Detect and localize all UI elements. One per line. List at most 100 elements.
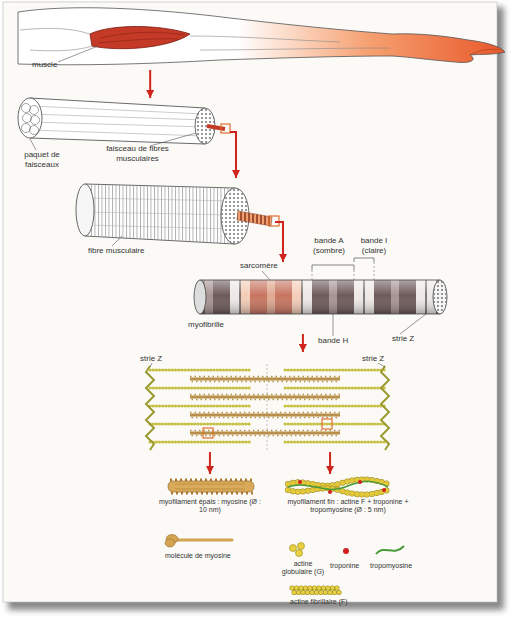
fascicle-section [30, 126, 39, 135]
thick-filament [190, 395, 340, 400]
node-label: faisceau de fibres musculaires [90, 144, 185, 163]
leader-line [333, 314, 334, 336]
zoom-arrow [230, 132, 236, 178]
myofibril-end [194, 280, 206, 314]
thin-filament [285, 388, 385, 389]
muscle-fiber-line [100, 32, 185, 38]
fascicle-section [23, 114, 32, 123]
i-band-bracket [354, 258, 374, 262]
myofibril-body [200, 280, 440, 314]
thin-filament [150, 370, 250, 371]
muscle-contour [30, 46, 92, 51]
muscle-contour [20, 28, 95, 36]
stage-box: fibre musculaire [70, 178, 275, 258]
thin-filament [150, 424, 250, 425]
bracket-guide [312, 270, 354, 280]
part-label: tropomyosine [370, 562, 412, 570]
muscle-belly [90, 27, 190, 49]
fiber-striations [85, 184, 235, 244]
myosin-tail [174, 539, 232, 542]
node-label: myofilament épais : myosine (Ø : 10 nm) [158, 498, 262, 515]
leader-line [58, 46, 98, 62]
tropomyosin-strand [376, 546, 404, 554]
part-label: bande I (claire) [352, 236, 396, 255]
troponin-dot [358, 480, 362, 484]
muscle-contour [200, 48, 390, 50]
g-actin [298, 543, 305, 550]
part-label: bande A (sombre) [308, 236, 350, 255]
part-label: troponine [330, 562, 359, 570]
zoom-square [322, 419, 332, 429]
stage-box: myofibrille [185, 262, 450, 334]
fascicle-section [31, 116, 40, 125]
part-label: actine fibrillaire (F) [290, 598, 348, 606]
tropomyosin-strand [288, 481, 388, 489]
fiber-lines [85, 198, 235, 229]
thin-filament [285, 370, 385, 371]
zoom-arrow [275, 222, 283, 262]
troponin-dot [382, 488, 386, 492]
thin-filament [285, 406, 385, 407]
zoom-arrow [149, 70, 151, 98]
leader-line [30, 139, 36, 150]
troponin-dot [343, 548, 349, 554]
thumb-line [470, 49, 500, 55]
fiber-end [76, 184, 94, 236]
stage-box: paquet de faisceaux faisceau de fibres mu… [15, 98, 230, 173]
leader-line [150, 363, 152, 367]
stage-box: strie Zstrie Z [140, 352, 400, 452]
thin-filament [150, 406, 250, 407]
thick-filament-detail [168, 481, 254, 492]
stage-box: myofilament fin : actine F + troponine +… [278, 474, 418, 526]
part-label: molécule de myosine [165, 552, 231, 560]
stage-box: myofilament épais : myosine (Ø : 10 nm) [150, 474, 270, 526]
bracket-guide [374, 262, 375, 280]
myofilament-sections [433, 280, 447, 314]
bundle-section [18, 98, 42, 138]
node-label: fibre musculaire [88, 246, 144, 256]
node-label: paquet de faisceaux [17, 150, 67, 169]
fascicle-bundle [30, 98, 205, 144]
zoom-square [203, 428, 213, 438]
z-disc [381, 366, 389, 450]
node-label: myofilament fin : actine F + troponine +… [278, 498, 418, 515]
node-label: myofibrille [188, 320, 224, 330]
part-label: actine globulaire (G) [278, 560, 328, 577]
part-label: bande H [318, 336, 348, 346]
thin-filament [150, 442, 250, 443]
muscle-fiber [85, 184, 235, 244]
node-label: strie Z [362, 354, 384, 364]
fascicle-section [22, 104, 31, 113]
zoom-square [221, 124, 230, 133]
zoom-arrow [302, 334, 304, 352]
thick-filament [190, 377, 340, 382]
myofibril-shading [200, 280, 440, 314]
thin-filament [150, 388, 250, 389]
zoom-square [269, 216, 279, 226]
troponin-dot [298, 480, 302, 484]
stage-box: muscle [20, 2, 480, 70]
leader-line [378, 363, 385, 367]
g-actin [296, 550, 303, 557]
bundle-lines [30, 106, 205, 136]
protruding-myofibril [237, 211, 272, 226]
fascicle-section [30, 106, 39, 115]
thin-filament [285, 424, 385, 425]
myofibril-section [433, 280, 447, 314]
f-actin-outline [292, 586, 338, 591]
thick-filament [190, 413, 340, 418]
muscle-contour [190, 36, 340, 42]
fascicle-section [22, 124, 31, 133]
page-sheet [3, 2, 497, 602]
f-actin-outline [294, 590, 340, 595]
muscle-fiber-line [98, 39, 178, 43]
arm-outline [18, 8, 505, 65]
leader-line [400, 314, 426, 334]
z-disc [146, 366, 154, 450]
node-label: muscle [32, 60, 57, 70]
g-actin [290, 545, 297, 552]
f-actin [292, 586, 338, 590]
